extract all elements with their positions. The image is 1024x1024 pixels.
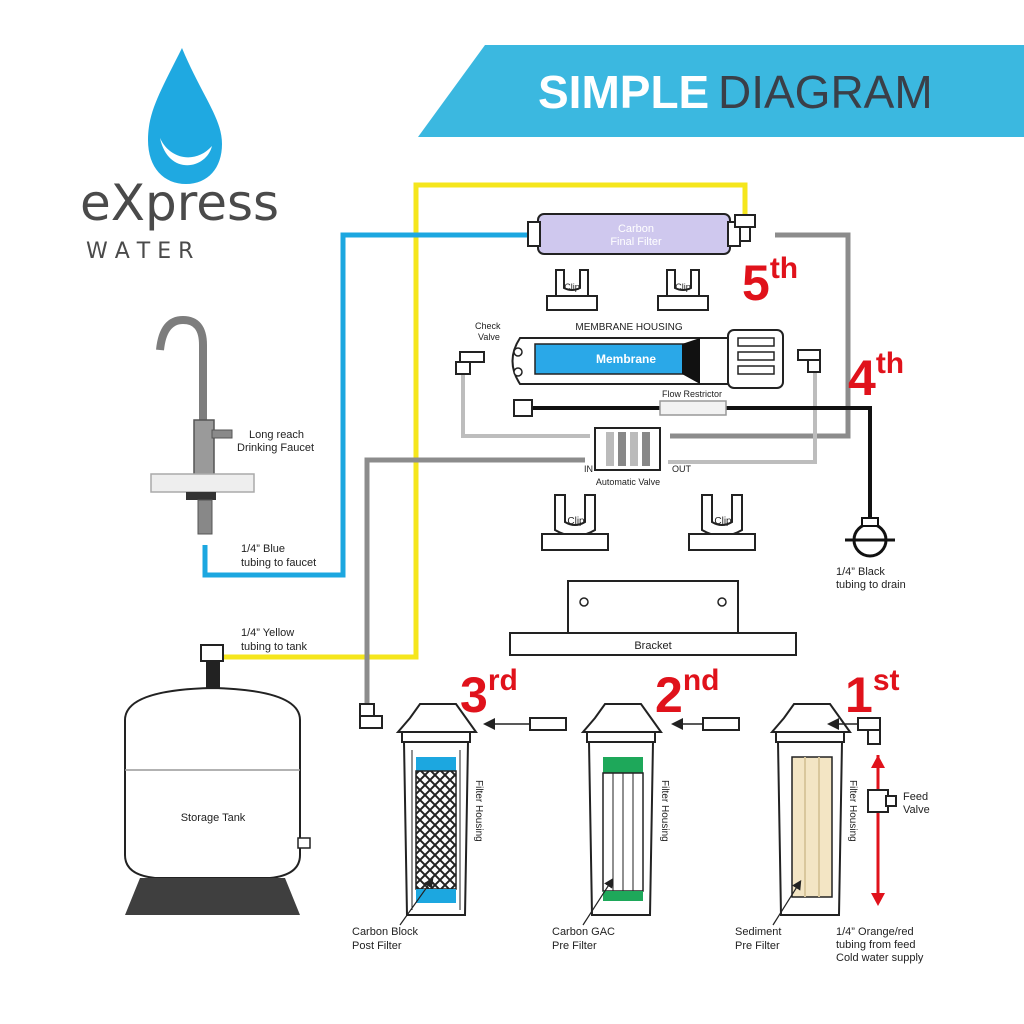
mid-clip-right: Clip [688, 494, 756, 551]
sediment-filter-housing: Filter Housing [769, 703, 858, 916]
faucet-spout-icon [156, 315, 207, 470]
inlet-fitting-1 [827, 717, 881, 745]
gac-filter-housing: Filter Housing [580, 703, 670, 916]
drop-highlight [160, 138, 212, 166]
svg-text:eXpress: eXpress [80, 174, 279, 232]
automatic-valve: IN OUT Automatic Valve [584, 427, 692, 487]
feed-valve [867, 789, 897, 813]
yellow-tube-label-1: 1/4” Yellow [241, 627, 294, 639]
flow-restrictor-icon [659, 400, 727, 416]
flow-restrictor-label: Flow Restrictor [662, 389, 722, 399]
logo-e: e [80, 174, 111, 232]
light-gray-tube-check-valve [461, 372, 590, 438]
pointer-carbon-block [399, 878, 434, 926]
check-valve-label-2: Valve [478, 332, 500, 342]
feed-arrow-icon [871, 893, 885, 906]
feed-valve-label-2: Valve [903, 804, 930, 816]
post-filter-elbow [359, 703, 383, 729]
stage-3-label: 3rd [460, 664, 518, 723]
connector-fitting-2 [671, 717, 740, 731]
auto-valve-out-label: OUT [672, 464, 692, 474]
blue-tube-label-2: tubing to faucet [241, 557, 316, 569]
top-clip-left: Clip [546, 269, 598, 311]
feed-valve-label-1: Feed [903, 791, 928, 803]
faucet-label-1: Long reach [249, 429, 304, 441]
stage-1-label: 1st [845, 664, 900, 723]
bracket-label: Bracket [634, 640, 671, 652]
tank-valve-icon [200, 644, 224, 662]
faucet-base [150, 473, 255, 493]
filter-housing-label-1: Filter Housing [847, 780, 858, 842]
membrane-elbow-right [797, 349, 821, 373]
blue-tube [202, 232, 530, 578]
clip-label: Clip [675, 282, 691, 292]
filter-housing-label-2: Filter Housing [659, 780, 670, 842]
black-drain-tube [530, 406, 872, 520]
logo-x: X [111, 174, 145, 232]
flow-restrictor: Flow Restrictor [659, 389, 727, 416]
feed-tube-label-1: 1/4” Orange/red [836, 926, 914, 938]
clip-label: Clip [564, 282, 580, 292]
automatic-valve-icon [594, 427, 661, 471]
clip-label: Clip [714, 516, 732, 527]
black-tube-label-2: tubing to drain [836, 579, 906, 591]
stage-4-label: 4th [848, 347, 904, 406]
feed-tube-label-2: tubing from feed [836, 939, 916, 951]
black-tube-label-1: 1/4” Black [836, 566, 885, 578]
pointer-gac [582, 877, 614, 926]
title-banner: SIMPLE DIAGRAM [418, 45, 1024, 137]
express-water-logo: eXpress W A T E R [80, 48, 279, 264]
carbon-block-label-2: Post Filter [352, 940, 402, 952]
banner-title-bold: SIMPLE [538, 66, 709, 118]
auto-valve-in-label: IN [584, 464, 593, 474]
connector-fitting-3 [483, 717, 567, 731]
tee-fitting-icon [734, 214, 756, 228]
carbon-block-filter-housing: Filter Housing [395, 703, 484, 916]
filter-housing-label-3: Filter Housing [473, 780, 484, 842]
gac-label-1: Carbon GAC [552, 926, 615, 938]
sediment-label-1: Sediment [735, 926, 781, 938]
stage-5-label: 5th [742, 252, 798, 311]
carbon-final-label-1: Carbon [618, 223, 654, 235]
top-clip-right: Clip [657, 269, 709, 311]
pointer-sediment [772, 879, 802, 926]
banner-title-light: DIAGRAM [718, 66, 933, 118]
clip-label: Clip [567, 516, 585, 527]
check-valve: Check Valve [455, 321, 501, 375]
blue-tube-label-1: 1/4” Blue [241, 543, 285, 555]
drinking-faucet [150, 315, 255, 535]
banner-background [418, 45, 1024, 137]
membrane-housing: MEMBRANE HOUSING Membrane [511, 322, 784, 389]
carbon-block-label-1: Carbon Block [352, 926, 419, 938]
sediment-label-2: Pre Filter [735, 940, 780, 952]
logo-water: W A T E R [86, 239, 193, 264]
check-valve-icon [459, 351, 485, 363]
gac-label-2: Pre Filter [552, 940, 597, 952]
stage-2-label: 2nd [655, 664, 719, 723]
storage-tank-label: Storage Tank [181, 812, 246, 824]
yellow-tube [222, 182, 748, 660]
membrane-label: Membrane [596, 352, 656, 366]
faucet-label-2: Drinking Faucet [237, 442, 314, 454]
bracket: Bracket [509, 580, 797, 656]
gray-tube-to-post-filter [364, 457, 585, 705]
drain-saddle [845, 517, 895, 558]
feed-tube-label-3: Cold water supply [836, 952, 924, 964]
logo-press: press [145, 174, 279, 232]
yellow-tube-label-2: tubing to tank [241, 641, 308, 653]
check-valve-label-1: Check [475, 321, 501, 331]
carbon-final-label-2: Final Filter [610, 236, 662, 248]
light-gray-tube-membrane-in [668, 372, 817, 464]
auto-valve-label: Automatic Valve [596, 477, 660, 487]
mid-clip-left: Clip [541, 494, 609, 551]
storage-tank: Storage Tank [124, 644, 311, 915]
carbon-final-filter: Carbon Final Filter [527, 213, 756, 255]
drain-elbow [513, 399, 533, 417]
gray-tube-to-final-filter [670, 232, 851, 439]
membrane-housing-label: MEMBRANE HOUSING [575, 322, 682, 333]
